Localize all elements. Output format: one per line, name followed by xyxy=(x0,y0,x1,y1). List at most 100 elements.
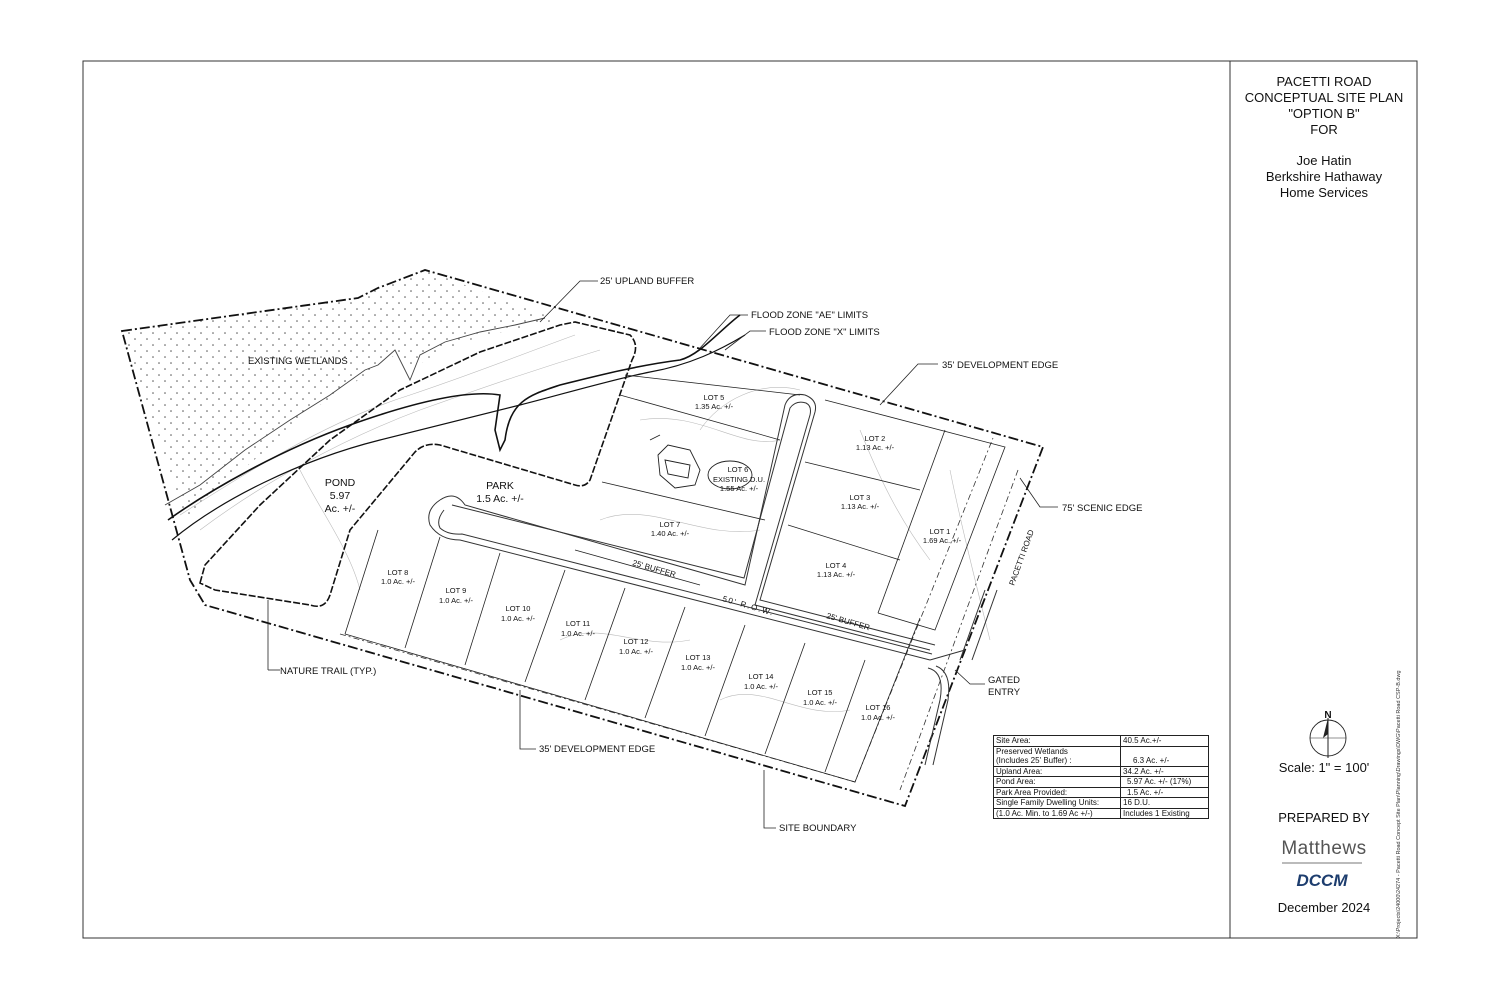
row-label: 50' R.O.W. xyxy=(721,594,775,617)
road-label: PACETTI ROAD xyxy=(1007,528,1036,586)
client-line-3: Home Services xyxy=(1279,185,1369,200)
summary-value: 5.97 Ac. +/- (17%) xyxy=(1120,776,1209,788)
summary-label: Site Area: xyxy=(993,735,1121,747)
lot-3-name: LOT 3 xyxy=(850,493,871,502)
lot-1-name: LOT 1 xyxy=(930,527,951,536)
callout-flood-x: FLOOD ZONE "X" LIMITS xyxy=(769,327,880,338)
lot-15-area: 1.0 Ac. +/- xyxy=(803,698,837,707)
summary-value: 16 D.U. xyxy=(1120,797,1209,809)
file-path: X:\Projects\24000\24274 - Pacetti Road C… xyxy=(1396,670,1402,939)
table-row: (1.0 Ac. Min. to 1.69 Ac +/-) Includes 1… xyxy=(993,807,1209,819)
title-line-2: CONCEPTUAL SITE PLAN xyxy=(1244,90,1404,105)
summary-label: Preserved Wetlands (Includes 25' Buffer)… xyxy=(993,745,1121,767)
lot-5-area: 1.35 Ac. +/- xyxy=(695,402,734,411)
summary-label: Park Area Provided: xyxy=(993,786,1121,798)
lot-16-area: 1.0 Ac. +/- xyxy=(861,713,895,722)
summary-value: 6.3 Ac. +/- xyxy=(1120,745,1209,767)
scale-label: Scale: 1" = 100' xyxy=(1278,760,1370,775)
table-row: Single Family Dwelling Units: 16 D.U. xyxy=(993,797,1209,809)
lot-4-area: 1.13 Ac. +/- xyxy=(817,570,856,579)
north-arrow-icon: N xyxy=(1309,710,1347,758)
north-label: N xyxy=(1324,710,1331,721)
lot-2-name: LOT 2 xyxy=(865,434,886,443)
summary-value: 1.5 Ac. +/- xyxy=(1120,786,1209,798)
summary-value: 34.2 Ac. +/- xyxy=(1120,765,1209,777)
callout-entry: ENTRY xyxy=(988,687,1021,698)
summary-label: Pond Area: xyxy=(993,776,1121,788)
contour-lines xyxy=(179,334,991,712)
lot-1-area: 1.69 Ac. +/- xyxy=(923,536,962,545)
scenic-edge-line xyxy=(899,469,1019,791)
lot-12-name: LOT 12 xyxy=(624,637,649,646)
title-block: PACETTI ROAD CONCEPTUAL SITE PLAN "OPTIO… xyxy=(1231,62,1417,938)
lot-7-area: 1.40 Ac. +/- xyxy=(651,529,690,538)
lot-11-area: 1.0 Ac. +/- xyxy=(561,629,595,638)
dccm-logo-text: DCCM xyxy=(1297,871,1349,890)
client-line-2: Berkshire Hathaway xyxy=(1265,169,1383,184)
leader-lines xyxy=(267,280,1058,829)
plan-date: December 2024 xyxy=(1277,900,1371,915)
pond-outline xyxy=(199,321,637,608)
summary-value: Includes 1 Existing xyxy=(1120,807,1209,819)
lot-9-area: 1.0 Ac. +/- xyxy=(439,596,473,605)
callout-site-boundary: SITE BOUNDARY xyxy=(779,823,857,834)
lot-12-area: 1.0 Ac. +/- xyxy=(619,647,653,656)
park-acreage: 1.5 Ac. +/- xyxy=(476,493,524,505)
flood-zone-x-line xyxy=(171,334,746,541)
lot-8-area: 1.0 Ac. +/- xyxy=(381,577,415,586)
lot-2-area: 1.13 Ac. +/- xyxy=(856,443,895,452)
summary-value: 40.5 Ac.+/- xyxy=(1120,735,1209,747)
table-row: Preserved Wetlands (Includes 25' Buffer)… xyxy=(993,745,1209,767)
callout-scenic-edge: 75' SCENIC EDGE xyxy=(1062,503,1142,514)
lot-labels: LOT 1 1.69 Ac. +/- LOT 2 1.13 Ac. +/- LO… xyxy=(381,393,962,722)
pond-label: POND xyxy=(325,477,356,489)
upland-buffer-line xyxy=(164,317,546,506)
development-edge-line xyxy=(339,437,994,783)
callout-upland-buffer: 25' UPLAND BUFFER xyxy=(600,276,694,287)
summary-label: (1.0 Ac. Min. to 1.69 Ac +/-) xyxy=(993,807,1121,819)
flood-zone-ae-line xyxy=(167,314,741,521)
callout-flood-ae: FLOOD ZONE "AE" LIMITS xyxy=(751,310,868,321)
callout-gated: GATED xyxy=(988,675,1020,686)
callout-nature-trail: NATURE TRAIL (TYP.) xyxy=(280,666,376,677)
lot-3-area: 1.13 Ac. +/- xyxy=(841,502,880,511)
park-label: PARK xyxy=(486,480,514,492)
summary-label-line-1: Preserved Wetlands xyxy=(996,746,1068,756)
existing-dwelling xyxy=(649,434,753,490)
firm-name: Matthews xyxy=(1281,838,1367,859)
summary-label: Upland Area: xyxy=(993,765,1121,777)
pond-acreage: 5.97 xyxy=(330,490,351,502)
lot-10-area: 1.0 Ac. +/- xyxy=(501,614,535,623)
callout-dev-edge-bottom: 35' DEVELOPMENT EDGE xyxy=(539,744,655,755)
client-line-1: Joe Hatin xyxy=(1296,153,1352,168)
lot-5-name: LOT 5 xyxy=(704,393,725,402)
lot-4-name: LOT 4 xyxy=(826,561,847,570)
lot-7-name: LOT 7 xyxy=(660,520,681,529)
lot-6-existing: EXISTING D.U. xyxy=(713,475,765,484)
lot-9-name: LOT 9 xyxy=(446,586,467,595)
buffer-label-1: 25' BUFFER xyxy=(631,558,677,579)
callout-labels: 25' UPLAND BUFFER FLOOD ZONE "AE" LIMITS… xyxy=(280,276,1142,834)
title-line-3: "OPTION B" xyxy=(1288,106,1360,121)
area-labels: EXISTING WETLANDS POND 5.97 Ac. +/- PARK… xyxy=(248,356,1036,632)
lot-14-area: 1.0 Ac. +/- xyxy=(744,682,778,691)
callout-dev-edge-top: 35' DEVELOPMENT EDGE xyxy=(942,360,1058,371)
lot-6-name: LOT 6 xyxy=(728,465,749,474)
prepared-by-label: PREPARED BY xyxy=(1278,810,1370,825)
lot-11-name: LOT 11 xyxy=(566,619,590,628)
site-summary-table: Site Area: 40.5 Ac.+/- Preserved Wetland… xyxy=(993,735,1209,819)
lot-8-name: LOT 8 xyxy=(388,568,409,577)
table-row: Park Area Provided: 1.5 Ac. +/- xyxy=(993,786,1209,798)
lot-13-name: LOT 13 xyxy=(686,653,711,662)
title-line-1: PACETTI ROAD xyxy=(1276,74,1372,89)
pond-unit: Ac. +/- xyxy=(325,503,356,515)
table-row: Site Area: 40.5 Ac.+/- xyxy=(993,735,1209,747)
sheet-border xyxy=(82,60,1418,939)
wetlands-label: EXISTING WETLANDS xyxy=(248,356,348,367)
lot-14-name: LOT 14 xyxy=(749,672,774,681)
summary-label: Single Family Dwelling Units: xyxy=(993,797,1121,809)
roadway xyxy=(428,394,998,766)
lot-6-area: 1.55 Ac. +/- xyxy=(720,484,759,493)
lot-15-name: LOT 15 xyxy=(808,688,833,697)
